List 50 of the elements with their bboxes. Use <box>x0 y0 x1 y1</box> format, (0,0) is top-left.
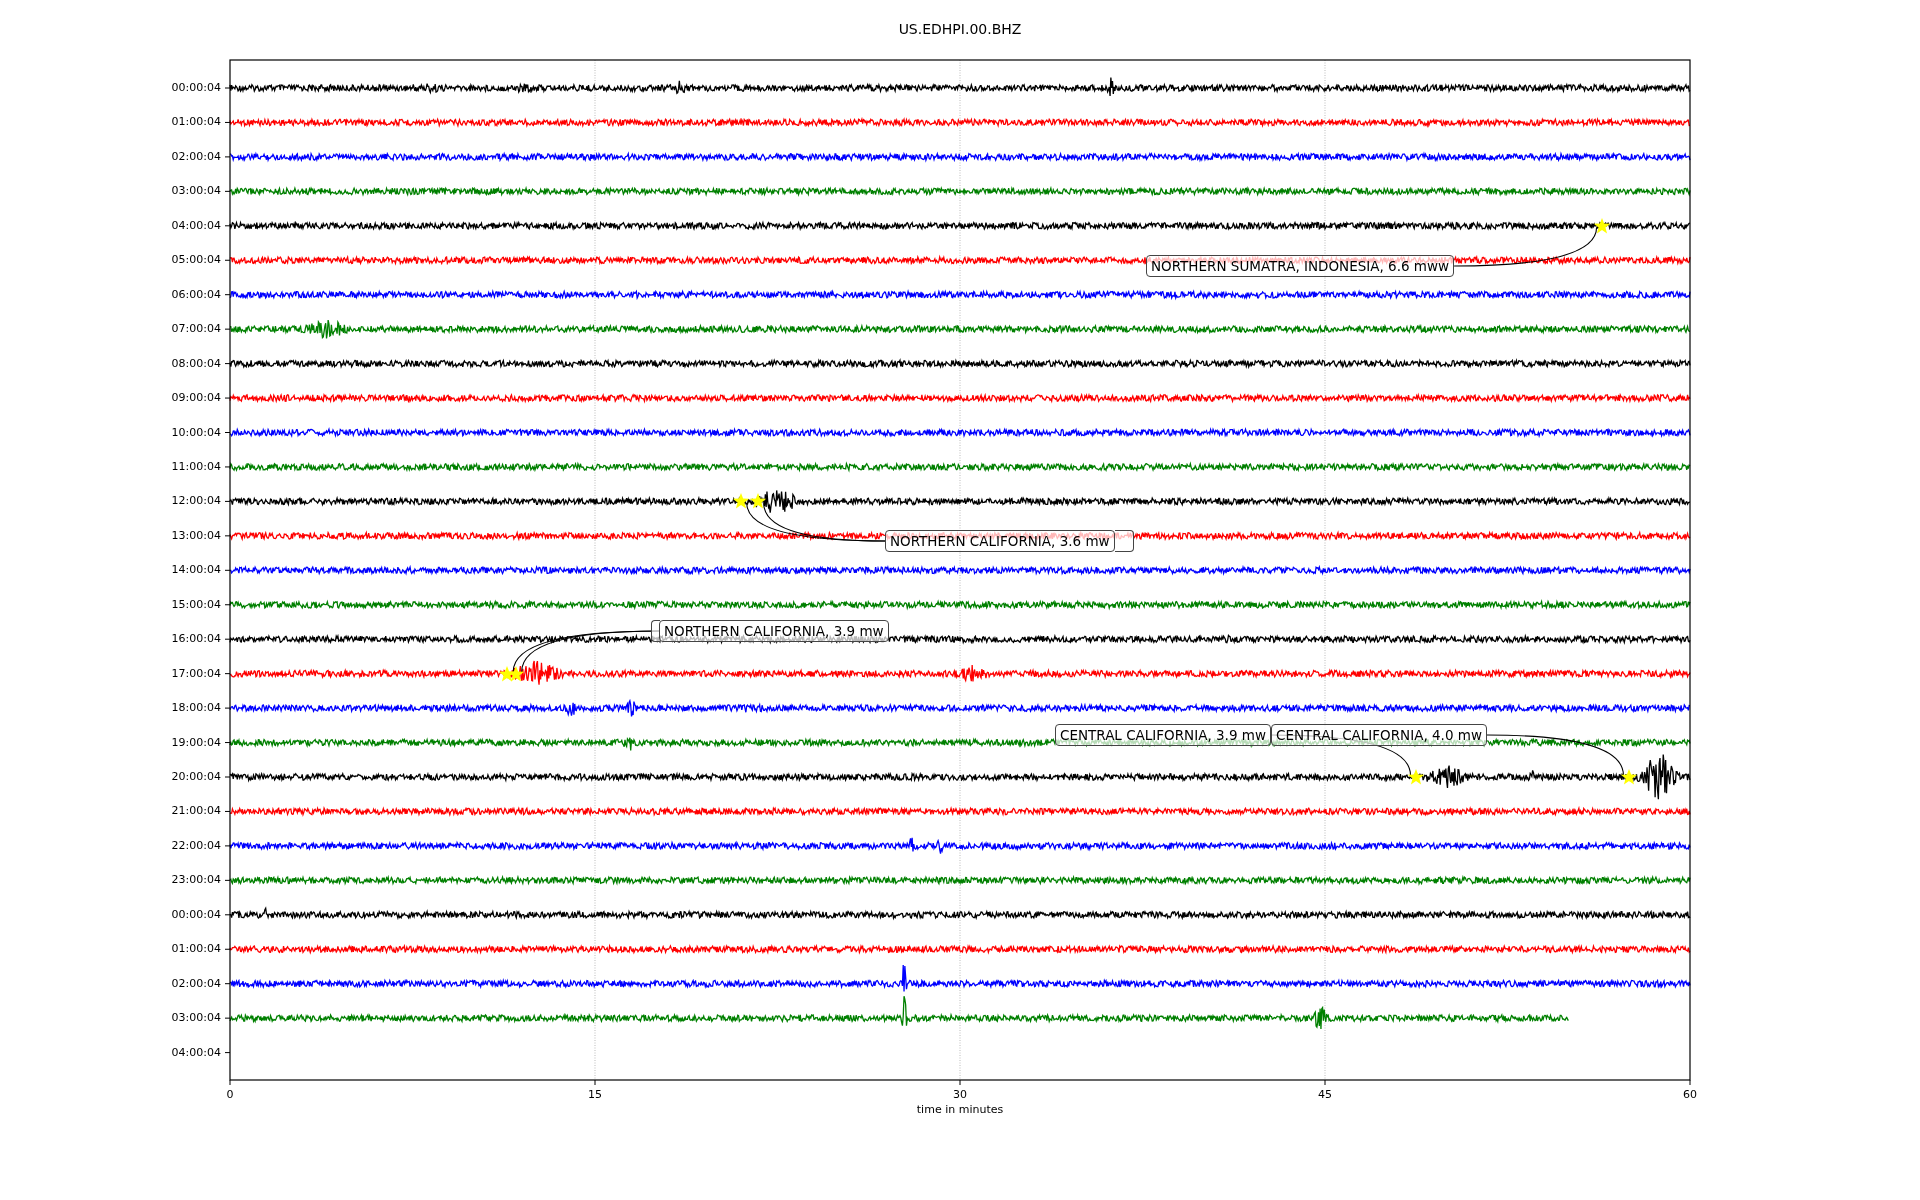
y-tick-label: 02:00:04 <box>171 149 221 163</box>
y-tick-label: 13:00:04 <box>171 528 221 542</box>
y-tick-label: 07:00:04 <box>171 322 221 336</box>
y-tick-label: 19:00:04 <box>171 735 221 749</box>
y-tick-label: 00:00:04 <box>171 907 221 921</box>
star-marker <box>1593 216 1612 235</box>
star-marker <box>1407 768 1426 786</box>
y-tick-label: 12:00:04 <box>171 494 221 508</box>
y-tick-label: 05:00:04 <box>171 253 221 267</box>
y-tick-label: 04:00:04 <box>171 218 221 232</box>
star-marker <box>1620 768 1639 786</box>
event-label: NORTHERN CALIFORNIA, 3.6 mw <box>885 530 1115 552</box>
star-marker <box>732 492 750 511</box>
x-tick-label: 30 <box>952 1088 968 1101</box>
y-tick-label: 06:00:04 <box>171 287 221 301</box>
star-marker <box>749 492 768 511</box>
y-tick-label: 18:00:04 <box>171 701 221 715</box>
y-tick-label: 08:00:04 <box>171 356 221 370</box>
leader-line <box>1486 734 1624 776</box>
y-tick-label: 02:00:04 <box>171 976 221 990</box>
y-tick-label: 00:00:04 <box>171 81 221 94</box>
y-tick-label: 20:00:04 <box>171 770 221 783</box>
y-tick-label: 10:00:04 <box>171 425 221 439</box>
y-tick-label: 17:00:04 <box>171 666 221 680</box>
x-tick-label: 0 <box>225 1088 235 1101</box>
y-tick-label: 03:00:04 <box>171 184 221 198</box>
x-tick-label: 60 <box>1682 1088 1698 1101</box>
axis-label: time in minutes <box>915 1103 1005 1116</box>
y-tick-label: 09:00:04 <box>171 391 221 405</box>
annotation-box <box>1115 530 1134 552</box>
y-tick-label: 01:00:04 <box>171 115 221 129</box>
chart-title: US.EDHPI.00.BHZ <box>897 21 1023 37</box>
leader-line <box>1453 226 1598 267</box>
y-tick-label: 21:00:04 <box>171 804 221 818</box>
y-tick-label: 15:00:04 <box>171 597 221 611</box>
y-tick-label: 22:00:04 <box>171 838 221 852</box>
x-tick-label: 15 <box>587 1088 603 1101</box>
event-label: NORTHERN SUMATRA, INDONESIA, 6.6 mww <box>1146 255 1455 277</box>
y-tick-label: 11:00:04 <box>171 459 221 473</box>
x-tick-label: 45 <box>1317 1088 1333 1101</box>
y-tick-label: 23:00:04 <box>171 873 221 887</box>
y-tick-label: 14:00:04 <box>171 563 221 577</box>
event-label: NORTHERN CALIFORNIA, 3.9 mw <box>659 620 889 642</box>
star-marker <box>506 664 525 683</box>
event-label: CENTRAL CALIFORNIA, 3.9 mw <box>1055 724 1271 746</box>
y-tick-label: 16:00:04 <box>171 632 221 646</box>
y-tick-label: 01:00:04 <box>171 942 221 956</box>
y-tick-label: 04:00:04 <box>171 1045 221 1059</box>
event-label: CENTRAL CALIFORNIA, 4.0 mw <box>1271 724 1487 746</box>
y-tick-label: 03:00:04 <box>171 1011 221 1025</box>
